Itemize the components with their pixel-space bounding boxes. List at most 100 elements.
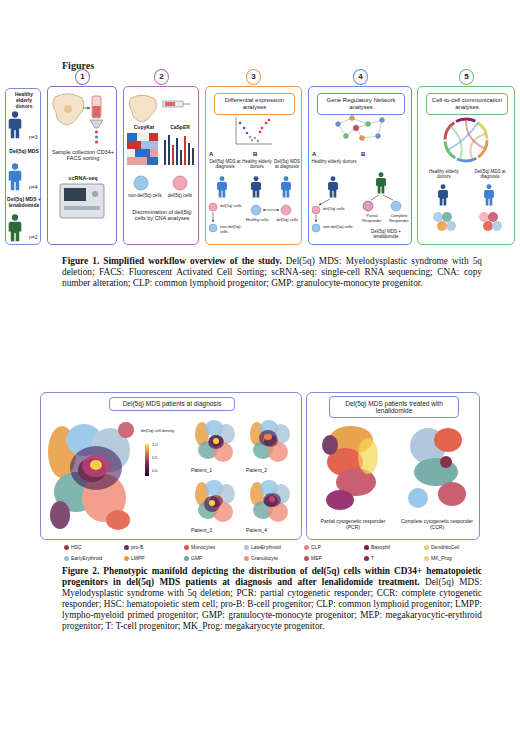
legend-swatch <box>304 545 309 550</box>
legend-item: pro-B <box>124 544 143 550</box>
node-text: Patient_2 <box>246 468 286 474</box>
legend-label: HSC <box>71 544 82 550</box>
figure-caption: Figure 2. Phenotypic manifold depicting … <box>62 566 482 632</box>
node-text: scRNA-seq <box>51 175 115 181</box>
legend-swatch <box>124 545 129 550</box>
legend-item: Basophil <box>364 544 390 550</box>
legend-item: T <box>364 555 374 561</box>
legend-item: MK_Prog <box>424 555 452 561</box>
panel-box: del(5q) cell density1.00.50.0Patient_1Pa… <box>40 392 302 540</box>
node-text: Healthy elderly donors <box>7 92 41 109</box>
node-text: Cell-to-cell communication analyses <box>430 97 504 111</box>
panel-box: Partial cytogenetic responder (PCR)Compl… <box>306 392 480 540</box>
legend-item: Monocytes <box>184 544 215 550</box>
legend-item: EarlyErythroid <box>64 555 102 561</box>
legend-item: GMP <box>184 555 202 561</box>
node-text: A <box>312 151 320 158</box>
legend-item: MEP <box>304 555 322 561</box>
legend-label: EarlyErythroid <box>71 555 102 561</box>
node-text: Partial Responder <box>359 214 385 223</box>
grn-groups-illustration <box>312 172 401 232</box>
header-box: Cell-to-cell communication analyses <box>426 93 508 115</box>
legend-label: LMPP <box>131 555 145 561</box>
node-text: Del(5q) MDS at diagnosis <box>272 159 302 169</box>
node-text: Patient_4 <box>246 528 286 534</box>
step-number: 5 <box>459 69 474 85</box>
panel-box: A B Del(5q) MDS at diagnosisHealthy elderl… <box>205 86 302 245</box>
node-text: 1.0 <box>152 443 166 448</box>
legend-swatch <box>184 545 189 550</box>
node-text: A <box>209 151 217 158</box>
legend-label: CLP <box>311 544 321 550</box>
step-number: 1 <box>75 69 90 85</box>
node-text: n=4 <box>29 185 42 191</box>
legend-label: LateErythroid <box>251 544 281 550</box>
header-box: Del(5q) MDS patients at diagnosis <box>109 397 235 411</box>
panel-box: Healthy elderly donorsDel(5q) MDS at dia… <box>417 86 515 245</box>
legend-swatch <box>424 556 429 561</box>
node-text: CaSpER <box>162 125 198 131</box>
legend-label: GMP <box>191 555 202 561</box>
node-text: non-del(5q) cells <box>323 225 361 230</box>
donor-icons <box>9 111 22 241</box>
step-number: 3 <box>246 69 261 85</box>
node-text: CopyKat <box>126 125 162 131</box>
node-text: B <box>361 151 369 158</box>
step-number-text: 2 <box>159 72 163 81</box>
legend-item: DendriticCell <box>424 544 459 550</box>
step-number-text: 5 <box>464 72 468 81</box>
differential-expression-illustration <box>209 117 291 232</box>
node-text: Del(5q) MDS patients at diagnosis <box>123 400 222 407</box>
header-box: Gene Regulatory Network analyses <box>317 93 405 115</box>
node-text: Del(5q) MDS + lenalidomide <box>7 197 41 209</box>
node-text: Healthy cells <box>242 218 272 223</box>
caption-title: Figure 2. Phenotypic manifold depicting … <box>62 566 482 587</box>
node-text: Gene Regulatory Network analyses <box>321 97 401 111</box>
legend-item: CLP <box>304 544 321 550</box>
sequencer-illustration <box>60 184 104 218</box>
node-text: del(5q) cell density <box>141 429 187 434</box>
step-number: 2 <box>154 69 169 85</box>
legend-swatch <box>304 556 309 561</box>
legend-label: T <box>371 555 374 561</box>
umap-diagnosis <box>48 420 290 530</box>
node-text: n=2 <box>29 235 42 241</box>
legend-label: pro-B <box>131 544 143 550</box>
node-text: Patient_1 <box>191 468 231 474</box>
node-text: del(5q) cells <box>272 218 302 223</box>
step-number-text: 3 <box>251 72 255 81</box>
legend-label: Granulocyte <box>251 555 278 561</box>
legend-item: Granulocyte <box>244 555 278 561</box>
node-text: del(5q) cells <box>162 193 198 198</box>
header-box: Differential expression analyses <box>214 93 295 115</box>
panel-box: A B Healthy elderly donors del(5q) cells non… <box>308 86 412 245</box>
node-text: Healthy elderly donors <box>422 169 466 179</box>
node-text: Del(5q) MDS patients treated with lenali… <box>333 400 455 415</box>
node-text: Complete Responder <box>386 214 412 223</box>
node-text: Differential expression analyses <box>218 97 291 111</box>
legend-swatch <box>244 556 249 561</box>
umap-lenalidomide <box>322 426 466 510</box>
node-text: Healthy elderly donors <box>311 159 357 164</box>
sample-collection-illustration <box>53 94 103 144</box>
legend-label: Monocytes <box>191 544 215 550</box>
node-text: Del(5q) MDS at diagnosis <box>208 159 242 169</box>
legend-swatch <box>424 545 429 550</box>
legend-label: DendriticCell <box>431 544 459 550</box>
header-box: Del(5q) MDS patients treated with lenali… <box>329 396 459 418</box>
node-text: 0.0 <box>152 469 166 474</box>
node-text: Partial cytogenetic responder (PCR) <box>313 519 393 531</box>
node-text: del(5q) cells <box>220 204 248 209</box>
figure-heading: Figures <box>62 60 94 71</box>
legend-swatch <box>364 545 369 550</box>
node-text: del(5q) cells <box>323 207 359 212</box>
node-text: Healthy elderly donors <box>242 159 272 169</box>
node-text: Del(5q) MDS + lenalidomide <box>361 229 411 239</box>
node-text: B <box>253 151 261 158</box>
node-text: non-del(5q) cells <box>220 225 248 234</box>
node-text: Discrimination of del(5q) cells by CNA a… <box>127 209 197 222</box>
panel-box: Healthy elderly donorsn=3Del(5q) MDSn=4D… <box>5 88 41 245</box>
node-text: Del(5q) MDS <box>7 149 41 155</box>
gene-network-illustration <box>336 116 385 141</box>
node-text: Sample collection CD34+ FACS sorting <box>51 149 115 162</box>
